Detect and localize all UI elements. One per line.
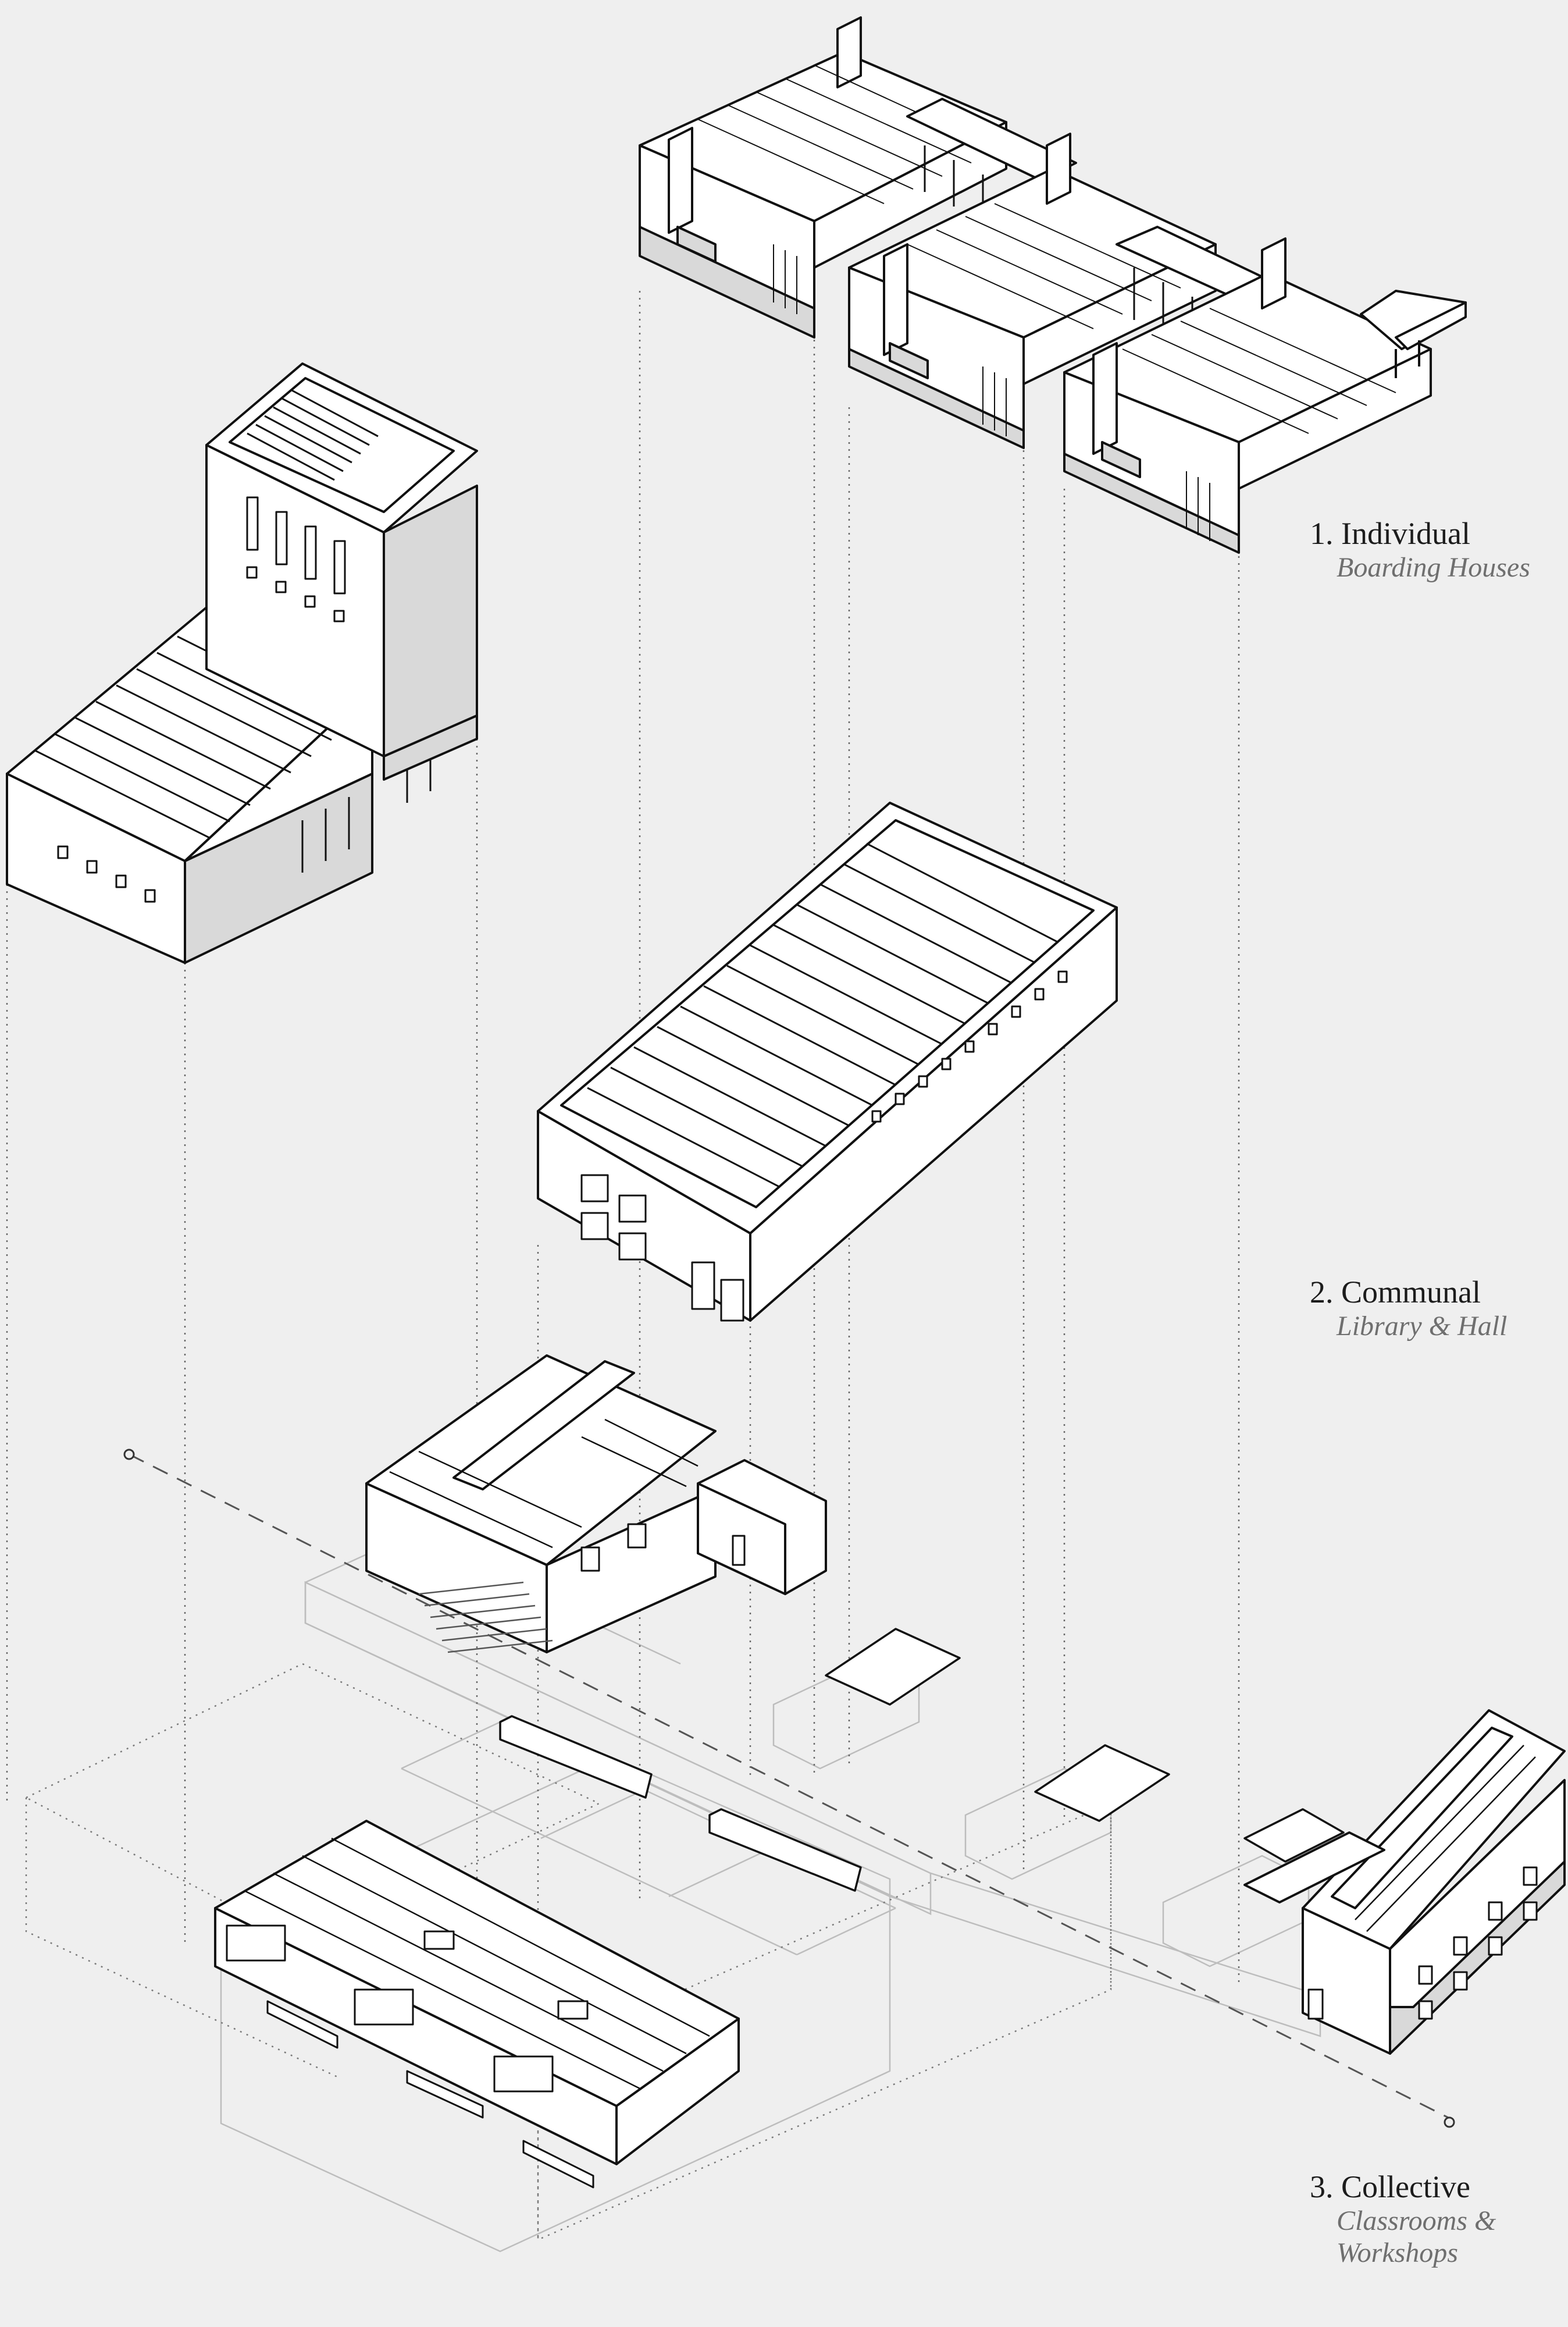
workshop-wing-right	[1243, 1709, 1566, 2055]
library-hall-block	[537, 802, 1118, 1322]
communal-tower-block	[6, 362, 478, 964]
label-individual: 1. Individual Boarding Houses	[1310, 515, 1530, 583]
label-collective-subtitle-1: Classrooms &	[1337, 2205, 1496, 2237]
end-deck	[1360, 290, 1467, 378]
label-communal: 2. Communal Library & Hall	[1310, 1274, 1507, 1342]
boarding-house-1	[639, 16, 1007, 339]
plot-boundary-dotted	[24, 1663, 1112, 2241]
site-axis-line	[123, 1449, 1455, 2128]
classroom-building	[214, 1820, 740, 2189]
boarding-house-3	[1063, 237, 1432, 554]
walkway-1	[906, 98, 1077, 221]
label-communal-title: 2. Communal	[1310, 1275, 1481, 1310]
label-collective: 3. Collective Classrooms & Workshops	[1310, 2169, 1496, 2269]
boarding-house-2	[848, 133, 1217, 449]
projection-lines	[6, 291, 1240, 2054]
label-individual-title: 1. Individual	[1310, 516, 1470, 551]
label-collective-subtitle-2: Workshops	[1337, 2237, 1458, 2269]
label-communal-subtitle: Library & Hall	[1337, 1311, 1508, 1342]
label-individual-subtitle: Boarding Houses	[1337, 552, 1530, 583]
boarding-houses	[639, 16, 1467, 554]
stair	[418, 1581, 553, 1653]
workshop-building	[365, 1354, 827, 1653]
planters	[499, 1628, 1345, 1892]
label-collective-title: 3. Collective	[1310, 2169, 1470, 2204]
